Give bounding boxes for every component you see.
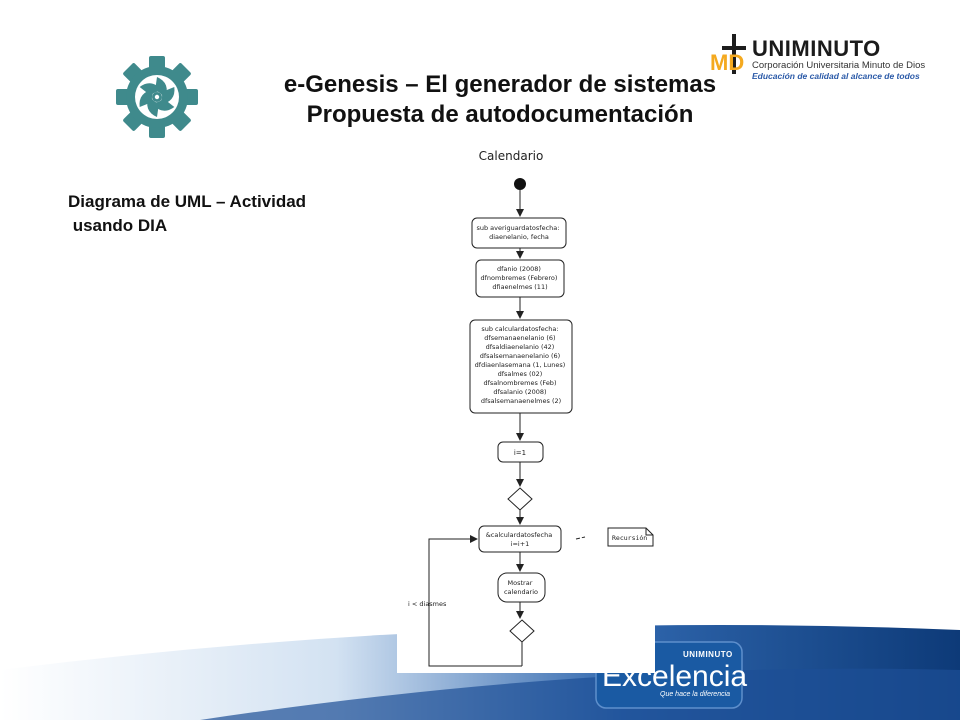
slide-title-line1: e-Genesis – El generador de sistemas: [283, 71, 717, 98]
node2-line: dfnombremes (Febrero): [481, 274, 558, 282]
node1-line: diaenelanio, fecha: [489, 233, 549, 241]
university-name: UNIMINUTO: [752, 36, 881, 61]
node6-line: calendario: [504, 588, 538, 596]
diagram-caption: Diagrama de UML – Actividad usando DIA: [68, 192, 307, 235]
node2-line: dfiaenelmes (11): [492, 283, 547, 291]
slide-title: e-Genesis – El generador de sistemas Pro…: [160, 70, 840, 130]
activity-mostrar-calendario: [497, 572, 546, 603]
loop-edge: [428, 535, 522, 667]
node3-line: dfsalmes (02): [498, 370, 543, 378]
node3-line: dfsalsemanaenelanio (6): [480, 352, 560, 360]
svg-text:sub averiguardatosfecha: d: sub averiguardatosfecha: diaenelanio, fe…: [476, 224, 561, 241]
node1-line: sub averiguardatosfecha:: [476, 224, 559, 232]
footer-tagline: Que hace la diferencia: [660, 691, 731, 698]
node4-label: i=1: [514, 449, 526, 457]
node3-line: dfdiaenlasemana (1, Lunes): [475, 361, 566, 369]
egenesis-gear-icon: [116, 56, 198, 138]
node6-line: Mostrar: [508, 579, 533, 587]
node2-line: dfanio (2008): [497, 265, 541, 273]
node3-line: dfsaldiaenelanio (42): [486, 343, 555, 351]
svg-text:dfanio (2008) dfnombremes: dfanio (2008) dfnombremes (Febrero) dfia…: [481, 265, 560, 291]
svg-text:&calculardatosfecha i=i+1: &calculardatosfecha i=i+1: [486, 531, 555, 548]
footer-brand: UNIMINUTO: [683, 650, 733, 659]
node3-line: dfsemanaenelanio (6): [484, 334, 555, 342]
note-label: Recursión: [612, 534, 647, 542]
start-node: [514, 178, 526, 190]
svg-text:sub calculardatosfecha: df: sub calculardatosfecha: dfsemanaenelanio…: [475, 325, 568, 405]
activity-recursion: [478, 525, 562, 553]
footer-excelencia: Excelencia: [602, 660, 748, 693]
svg-text:MD: MD: [710, 50, 744, 75]
node5-line: &calculardatosfecha: [486, 531, 552, 539]
node3-line: dfsalnombremes (Feb): [483, 379, 556, 387]
loop-guard-label: i < diasmes: [408, 600, 447, 608]
activity-calcular-datos: [469, 319, 573, 414]
node3-line: dfsalanio (2008): [493, 388, 546, 396]
node3-line: sub calculardatosfecha:: [481, 325, 558, 333]
activity-averiguar-datos: [471, 217, 567, 249]
university-corporation: Corporación Universitaria Minuto de Dios: [752, 60, 926, 71]
md-cross-logo-icon: MD: [710, 34, 746, 75]
svg-text:Mostrar calendario: Mostrar calendario: [504, 579, 538, 596]
uml-activity-diagram: Calendario sub averiguardatosfecha: diae…: [397, 143, 655, 673]
recursion-note: [607, 527, 654, 547]
slide-title-line2: Propuesta de autodocumentación: [306, 101, 694, 128]
diagram-title: Calendario: [479, 149, 544, 163]
node5-line: i=i+1: [511, 540, 530, 548]
university-slogan: Educación de calidad al alcance de todos: [752, 71, 920, 81]
node3-line: dfsalsemanaenelmes (2): [481, 397, 561, 405]
